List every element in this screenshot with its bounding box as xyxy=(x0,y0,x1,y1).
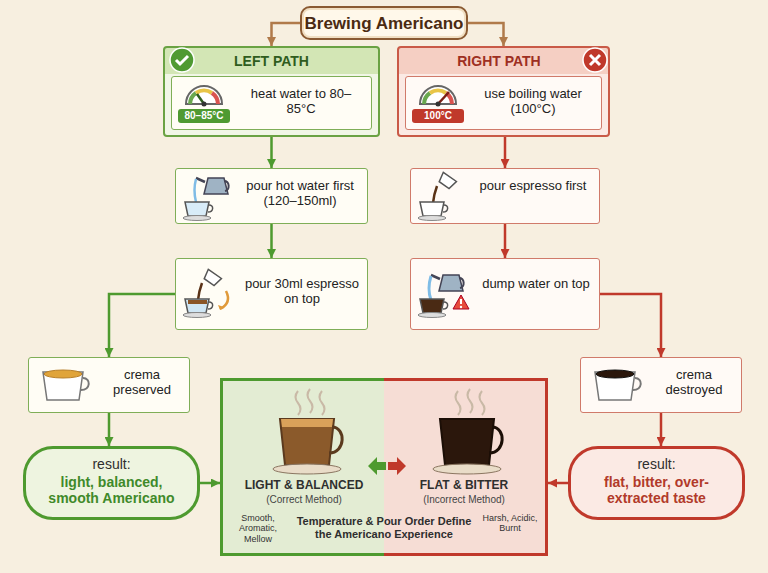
flow-arrow xyxy=(200,482,220,485)
crema-cup-icon xyxy=(37,364,95,406)
node-text: use boiling water (100°C) xyxy=(470,87,596,117)
node-text: (Correct Method) xyxy=(229,494,379,506)
comparison-panel: LIGHT & BALANCED(Correct Method) FLAT & B… xyxy=(220,378,548,556)
check-icon xyxy=(169,47,195,73)
node-text: light, balanced, smooth Americano xyxy=(34,474,189,506)
warning-pour-icon xyxy=(417,269,473,323)
light-americano-cup xyxy=(268,387,354,477)
node-text: result: xyxy=(577,456,736,472)
node-text: 100°C xyxy=(412,109,464,123)
node-text: heat water to 80–85°C xyxy=(238,87,364,117)
node-text: FLAT & BITTER xyxy=(389,479,539,493)
thermometer-gauge xyxy=(416,80,460,106)
node-text: Temperature & Pour Order Define the Amer… xyxy=(293,515,475,540)
flow-arrow xyxy=(600,294,661,357)
flow-arrow xyxy=(270,224,273,258)
kettle-pour-icon xyxy=(182,172,232,222)
node-text: Smooth, Aromatic, Mellow xyxy=(227,513,289,544)
node-text: LEFT PATH xyxy=(195,53,348,69)
path-panel: LEFT PATH 80–85°C heat water to 80–85°C xyxy=(163,46,380,137)
node-text: pour hot water first (120–150ml) xyxy=(238,179,362,209)
node-text: dump water on top xyxy=(479,277,593,292)
node-text: Brewing Americano xyxy=(302,14,466,34)
flow-arrow xyxy=(548,482,568,485)
node-text: 80–85°C xyxy=(178,109,230,123)
path-panel: RIGHT PATH 100°C use boiling water (100°C) xyxy=(397,46,610,137)
node-text: pour espresso first xyxy=(473,179,593,194)
crema-cup-icon xyxy=(589,364,647,406)
step-box: pour hot water first (120–150ml) xyxy=(175,168,368,224)
espresso-pour-icon xyxy=(417,172,467,222)
title-box: Brewing Americano xyxy=(300,6,468,40)
flow-arrow xyxy=(504,224,507,258)
node-text: result: xyxy=(32,456,191,472)
node-text: crema destroyed xyxy=(651,368,737,398)
bitter-americano-cup xyxy=(428,387,514,477)
cross-icon xyxy=(582,47,608,73)
thermometer-gauge xyxy=(182,80,226,106)
result-pill: result: light, balanced, smooth Americano xyxy=(23,446,200,520)
outcome-box: crema preserved xyxy=(28,357,190,413)
node-text: flat, bitter, over-extracted taste xyxy=(579,474,734,506)
result-pill: result: flat, bitter, over-extracted tast… xyxy=(568,446,745,520)
flow-arrow xyxy=(108,413,111,446)
node-text: RIGHT PATH xyxy=(419,53,579,69)
node-text: pour 30ml espresso on top xyxy=(242,277,362,307)
step-box: pour espresso first xyxy=(410,168,600,224)
comparison-arrows xyxy=(366,455,408,477)
node-text: (Incorrect Method) xyxy=(389,494,539,506)
outcome-box: crema destroyed xyxy=(580,357,742,413)
flow-arrow xyxy=(272,23,301,46)
node-text: LIGHT & BALANCED xyxy=(229,479,379,493)
step-box: 80–85°C heat water to 80–85°C xyxy=(171,76,372,130)
node-text: Harsh, Acidic, Burnt xyxy=(479,513,541,534)
flow-arrow xyxy=(660,413,663,446)
step-box: 100°C use boiling water (100°C) xyxy=(405,76,602,130)
step-box: pour 30ml espresso on top xyxy=(175,258,368,330)
espresso-pour-icon xyxy=(182,269,238,323)
flow-arrow xyxy=(468,23,504,46)
flow-arrow xyxy=(109,294,175,357)
step-box: dump water on top xyxy=(410,258,600,330)
node-text: crema preserved xyxy=(99,368,185,398)
